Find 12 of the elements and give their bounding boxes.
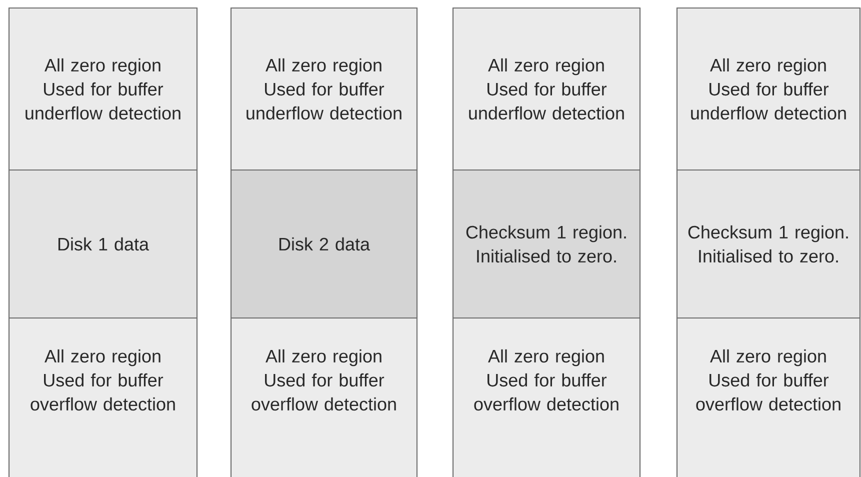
region-box: All zero region Used for buffer overflow detection [230, 317, 418, 477]
region-box: All zero region Used for buffer underflow detection [452, 7, 641, 171]
region-box: Checksum 1 region. Initialised to zero. [676, 169, 861, 319]
region-box: All zero region Used for buffer underflow detection [230, 7, 418, 171]
region-box: All zero region Used for buffer overflow detection [452, 317, 641, 477]
region-box: Disk 1 data [8, 169, 198, 319]
region-box: Checksum 1 region. Initialised to zero. [452, 169, 641, 319]
region-box: All zero region Used for buffer underflow detection [676, 7, 861, 171]
region-box: Disk 2 data [230, 169, 418, 319]
region-box: All zero region Used for buffer overflow detection [8, 317, 198, 477]
region-box: All zero region Used for buffer underflow detection [8, 7, 198, 171]
region-box: All zero region Used for buffer overflow detection [676, 317, 861, 477]
